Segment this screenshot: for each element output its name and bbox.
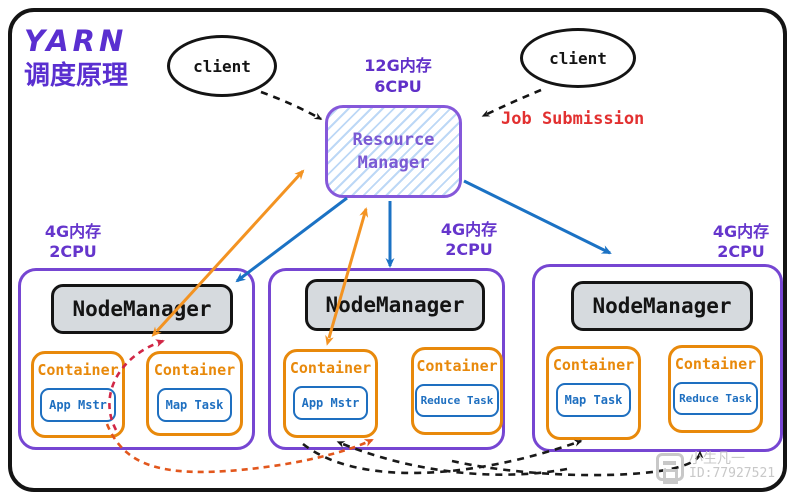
node3-container2-label: Container: [674, 355, 757, 373]
worker-node-3: NodeManager Container Map Task Container…: [532, 264, 783, 452]
watermark-id: ID:77927521: [689, 466, 776, 482]
node3-resources: 4G内存 2CPU: [712, 222, 770, 261]
node1-task-map-task: Map Task: [156, 388, 233, 422]
node2-container-2: Container Reduce Task: [411, 347, 503, 435]
node1-task-app-mstr: App Mstr: [40, 388, 116, 422]
node1-container2-label: Container: [153, 361, 236, 379]
client-left-label: client: [193, 56, 251, 76]
node2-task-app-mstr: App Mstr: [292, 386, 369, 420]
node2-resources: 4G内存 2CPU: [440, 220, 498, 259]
job-submission-label: Job Submission: [501, 109, 645, 129]
node1-container-2: Container Map Task: [146, 351, 243, 436]
node3-task-reduce-task: Reduce Task: [673, 382, 758, 415]
resource-manager-box: Resource Manager: [325, 105, 462, 198]
node3-task-map-task: Map Task: [555, 383, 632, 417]
title-line1: YARN: [24, 24, 128, 58]
node3-container-1: Container Map Task: [546, 346, 641, 440]
title-line2: 调度原理: [24, 60, 129, 91]
client-right-label: client: [549, 48, 607, 68]
worker-node-2: NodeManager Container App Mstr Container…: [268, 268, 505, 450]
node2-task-reduce-task: Reduce Task: [414, 384, 500, 417]
node1-nodemanager: NodeManager: [51, 284, 233, 334]
node3-container-2: Container Reduce Task: [668, 345, 763, 433]
worker-node-1: NodeManager Container App Mstr Container…: [18, 268, 255, 450]
watermark-icon: [656, 452, 684, 484]
client-node-right: client: [520, 28, 636, 88]
client-node-left: client: [167, 35, 277, 97]
resource-manager-label: Resource Manager: [352, 129, 435, 173]
watermark: 小生凡一 ID:77927521: [656, 451, 776, 484]
node3-container1-label: Container: [552, 356, 635, 374]
node2-container1-label: Container: [289, 359, 372, 377]
node1-container-1: Container App Mstr: [31, 351, 125, 438]
node2-container-1: Container App Mstr: [283, 349, 378, 438]
node3-nodemanager: NodeManager: [571, 281, 753, 331]
node2-nodemanager: NodeManager: [305, 279, 485, 331]
resource-manager-resources: 12G内存 6CPU: [364, 56, 432, 96]
watermark-name: 小生凡一: [689, 451, 745, 467]
diagram-title: YARN 调度原理: [24, 24, 129, 91]
node1-resources: 4G内存 2CPU: [44, 222, 102, 261]
node2-container2-label: Container: [416, 357, 498, 375]
node1-container1-label: Container: [37, 361, 119, 379]
